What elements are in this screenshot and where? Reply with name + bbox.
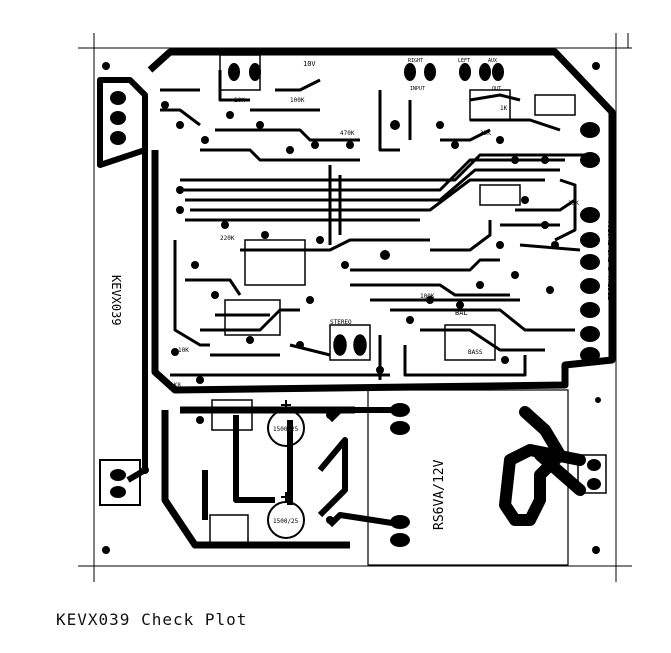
label-input-input: INPUT — [410, 86, 425, 92]
component-pads — [141, 101, 559, 524]
label-r-0: 10K — [234, 97, 245, 104]
left-connectors — [97, 77, 148, 506]
regulators — [209, 54, 371, 546]
label-r-2: 470K — [340, 130, 355, 137]
right-connector-pads — [580, 122, 600, 363]
label-cap-bottom: 1500/25 — [273, 518, 299, 525]
silkscreen-labels: 10V 10K 100K 470K 1K 220K 33K 15K 10K 10… — [109, 58, 614, 530]
pcb-check-plot: 10V 10K 100K 470K 1K 220K 33K 15K 10K 10… — [78, 33, 632, 582]
transformer — [367, 389, 607, 566]
signal-traces — [160, 70, 590, 380]
label-r-1: 100K — [290, 97, 305, 104]
label-transformer: RS6VA/12V — [432, 459, 447, 530]
label-stereo: STEREO — [330, 319, 352, 326]
crop-frame — [78, 33, 632, 582]
label-bass: BASS — [468, 349, 483, 356]
label-cap-top: 1500/25 — [273, 426, 299, 433]
top-connector-pads — [228, 63, 504, 81]
label-10v: 10V — [303, 60, 316, 68]
label-r-4: 220K — [220, 235, 235, 242]
label-side-kevx039: KEVX039 — [109, 275, 123, 326]
label-input-out: OUT — [492, 86, 501, 92]
plot-caption: KEVX039 Check Plot — [56, 610, 248, 629]
mounting-holes — [102, 62, 601, 554]
label-r-3: 1K — [500, 105, 508, 112]
label-bal: BAL — [455, 309, 468, 317]
label-input-left: LEFT — [458, 58, 470, 64]
label-r-5: 33K — [480, 130, 491, 137]
label-r-8: 100K — [420, 293, 435, 300]
filter-capacitors — [267, 400, 305, 539]
label-r-9: 1K8 — [170, 382, 181, 389]
label-input-aux: AUX — [488, 58, 497, 64]
label-r-6: 15K — [568, 200, 579, 207]
label-r-7: 10K — [178, 347, 189, 354]
ic-packages — [224, 89, 576, 361]
label-input-right: RIGHT — [408, 58, 423, 64]
label-connector: VOLUME BAL & TREBLE — [606, 220, 614, 300]
